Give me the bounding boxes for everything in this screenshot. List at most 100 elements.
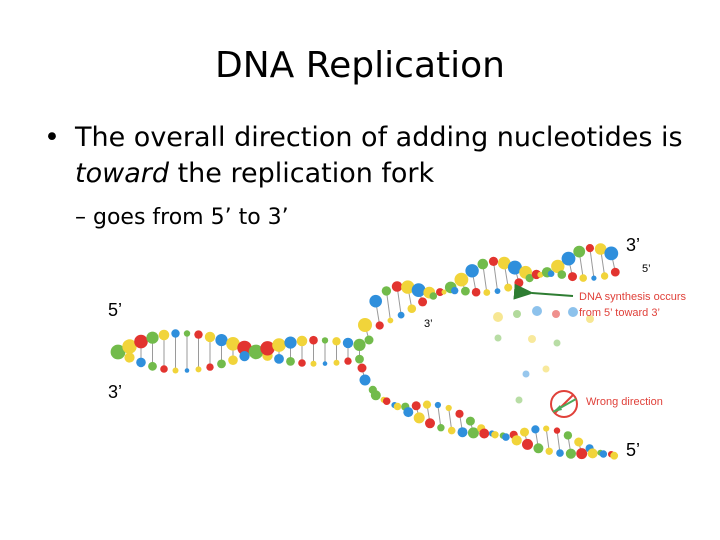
nucleotide (322, 361, 328, 366)
nucleotide (355, 354, 364, 364)
nucleotide (429, 292, 438, 300)
nucleotide (310, 360, 317, 367)
nucleotide (511, 435, 522, 446)
nucleotide (215, 334, 228, 347)
nucleotide (411, 401, 421, 411)
base-pair-rung (385, 290, 391, 321)
nucleotide (445, 404, 452, 412)
nucleotide (525, 274, 534, 283)
nucleotide (148, 361, 157, 371)
nucleotide (146, 331, 159, 344)
nucleotide (434, 401, 441, 409)
nucleotide (274, 354, 284, 364)
nucleotide (514, 278, 524, 288)
nucleotide (418, 297, 428, 307)
nucleotide (507, 260, 522, 275)
nucleotide (537, 271, 544, 278)
sub-bullet-text: goes from 5’ to 3’ (93, 205, 289, 230)
nucleotide (397, 311, 405, 319)
nucleotide (568, 272, 577, 282)
nucleotide (204, 331, 216, 343)
nucleotide (545, 447, 553, 455)
nucleotide (610, 451, 619, 460)
nucleotide (467, 427, 479, 439)
nucleotide (309, 335, 318, 345)
nucleotide (497, 256, 511, 270)
bullet-text: The overall direction of adding nucleoti… (44, 120, 694, 192)
nucleotide (504, 283, 513, 292)
nucleotide (573, 245, 586, 258)
nucleotide (553, 427, 561, 434)
nucleotide (610, 267, 620, 277)
nucleotide (493, 312, 503, 322)
nucleotide (556, 449, 564, 457)
nucleotide (387, 317, 394, 324)
nucleotide (260, 341, 275, 356)
nucleotide (447, 426, 456, 435)
nucleotide (342, 337, 354, 349)
nucleotide (411, 283, 426, 297)
nucleotide (513, 310, 521, 318)
nucleotide (479, 428, 490, 439)
slide-title: DNA Replication (215, 45, 505, 86)
nucleotide (574, 437, 584, 447)
nucleotide (587, 448, 598, 459)
nucleotide (586, 315, 594, 323)
nucleotide (520, 427, 529, 437)
nucleotide (194, 330, 203, 339)
nucleotide (488, 256, 499, 266)
nucleotide (543, 425, 550, 432)
bullet-text-start: The overall direction of adding nucleoti… (75, 122, 683, 153)
nucleotide (333, 359, 340, 366)
nucleotide (551, 259, 565, 274)
bullet-marker: • (44, 122, 60, 153)
nucleotide (184, 368, 190, 373)
nucleotide (594, 243, 607, 255)
double-helix (110, 243, 620, 460)
top-strand-5prime-label: 5’ (642, 263, 651, 275)
nucleotide (455, 409, 464, 418)
nucleotide (532, 306, 542, 316)
nucleotide (477, 258, 489, 270)
wrong-direction-label: Wrong direction (586, 396, 663, 408)
nucleotide (563, 431, 573, 440)
nucleotide (391, 281, 403, 292)
nucleotide (422, 400, 432, 409)
nucleotide (296, 335, 308, 347)
nucleotide (553, 339, 561, 347)
nucleotide (226, 337, 240, 351)
synthesis-annotation-line1: DNA synthesis occurs (579, 291, 686, 303)
nucleotide (122, 339, 137, 354)
top-strand-3prime-label: 3’ (626, 235, 640, 255)
nucleotide (528, 335, 536, 343)
nucleotide (451, 286, 459, 295)
nucleotide (250, 346, 262, 358)
nucleotide (591, 275, 597, 281)
nucleotide (284, 336, 297, 349)
nucleotide (547, 270, 555, 278)
nucleotide (237, 340, 252, 356)
nucleotide (561, 251, 576, 266)
nucleotide (134, 334, 148, 349)
nucleotide (494, 334, 502, 342)
nucleotide (600, 272, 609, 280)
nucleotide (172, 367, 179, 374)
bottom-5prime-label: 5’ (626, 440, 640, 460)
nucleotide (471, 287, 481, 297)
nucleotide (239, 351, 250, 362)
nucleotide (344, 357, 352, 365)
nucleotide (136, 357, 146, 368)
bullet-text-end: the replication fork (168, 158, 435, 189)
nucleotide (491, 431, 499, 439)
nucleotide (272, 338, 286, 352)
wrong-direction-icon (550, 390, 578, 418)
bullet-text-emphasis: toward (75, 158, 169, 189)
nucleotide (369, 294, 383, 308)
nucleotide (298, 359, 306, 367)
base-pair-rung (437, 404, 442, 428)
nucleotide (457, 427, 468, 438)
nucleotide (531, 425, 540, 434)
nucleotide (332, 337, 341, 346)
nucleotide (358, 318, 372, 332)
nucleotide (465, 264, 479, 278)
